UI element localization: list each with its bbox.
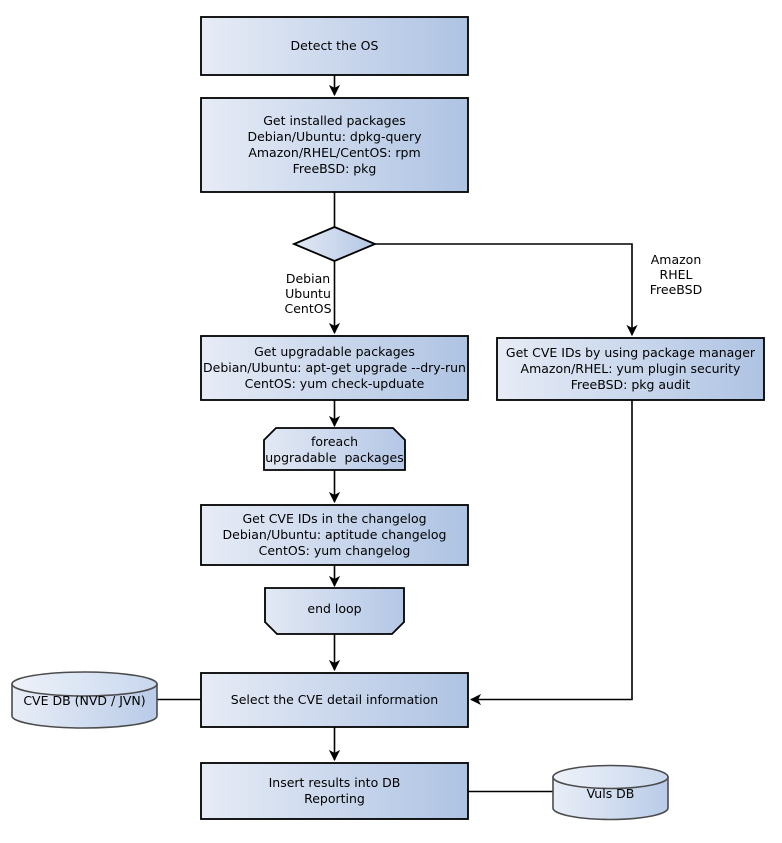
edge-label-branch-left: Debian Ubuntu CentOS <box>284 271 332 316</box>
node-get-installed-packages[interactable] <box>200 97 469 193</box>
edge-package-manager-to-select <box>469 400 633 706</box>
node-get-upgradable-packages[interactable] <box>200 335 469 401</box>
node-insert-results-into-db[interactable] <box>200 762 469 820</box>
edge-decision-to-package-manager <box>375 243 638 337</box>
node-select-cve-detail[interactable] <box>200 672 469 728</box>
node-cve-db[interactable] <box>11 671 158 729</box>
node-vuls-db[interactable] <box>552 764 669 821</box>
node-os-branch-decision[interactable] <box>291 226 378 262</box>
edge-label-branch-right: Amazon RHEL FreeBSD <box>649 252 703 297</box>
node-detect-os[interactable] <box>200 16 469 76</box>
node-get-cve-ids-package-manager[interactable] <box>496 337 765 401</box>
node-foreach-loop-start[interactable] <box>263 427 406 471</box>
node-end-loop[interactable] <box>264 587 405 635</box>
node-get-cve-ids-changelog[interactable] <box>200 504 469 566</box>
